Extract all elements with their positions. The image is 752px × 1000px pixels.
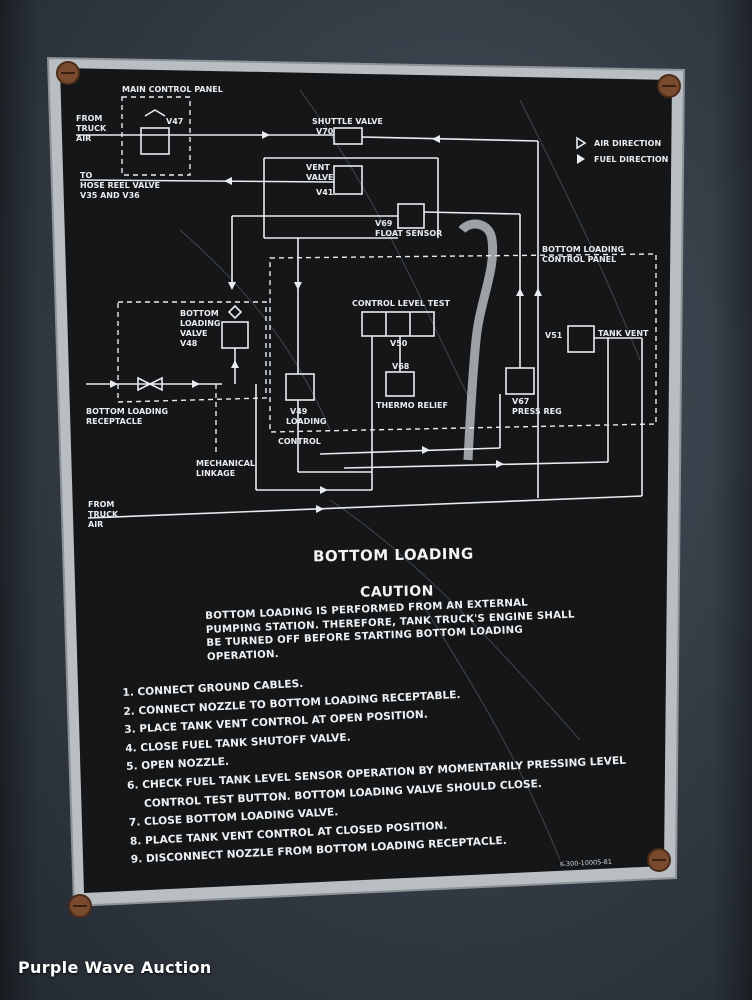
- label-from-truck-air-bottom-2: TRUCK: [88, 510, 119, 519]
- label-vent-valve-2: VALVE: [306, 173, 334, 182]
- label-from-truck-air-top-3: AIR: [76, 134, 91, 143]
- paint-smear: [458, 219, 498, 461]
- label-bl-valve-2: LOADING: [180, 319, 220, 328]
- label-v49: V49: [290, 407, 308, 416]
- label-from-truck-air-bottom-3: AIR: [88, 520, 103, 529]
- label-control: CONTROL: [278, 437, 321, 446]
- caution-heading: CAUTION: [359, 583, 435, 601]
- label-bl-valve-4: V48: [180, 339, 198, 348]
- label-v68: V68: [392, 362, 410, 371]
- label-float-sensor: FLOAT SENSOR: [375, 229, 442, 238]
- label-bl-control-panel-2: CONTROL PANEL: [542, 255, 616, 264]
- label-bl-control-panel-1: BOTTOM LOADING: [542, 245, 624, 254]
- label-press-reg: PRESS REG: [512, 407, 562, 416]
- label-bl-valve-1: BOTTOM: [180, 309, 219, 318]
- label-loading: LOADING: [286, 417, 326, 426]
- watermark: Purple Wave Auction: [18, 958, 212, 977]
- label-main-control-panel: MAIN CONTROL PANEL: [122, 85, 223, 94]
- label-thermo-relief: THERMO RELIEF: [376, 401, 448, 410]
- label-vent-valve-3: V41: [316, 188, 334, 197]
- legend-air-direction: AIR DIRECTION: [594, 139, 661, 148]
- legend-fuel-direction: FUEL DIRECTION: [594, 155, 668, 164]
- label-to-hose-reel-3: V35 AND V36: [80, 191, 140, 200]
- plate-face: [60, 68, 672, 893]
- rivets: [56, 61, 681, 918]
- label-bl-receptacle-2: RECEPTACLE: [86, 417, 142, 426]
- label-shuttle-valve: SHUTTLE VALVE: [312, 117, 383, 126]
- label-to-hose-reel-2: HOSE REEL VALVE: [80, 181, 160, 190]
- label-to-hose-reel-1: TO: [80, 171, 92, 180]
- label-mechanical: MECHANICAL: [196, 459, 255, 468]
- label-vent-valve-1: VENT: [306, 163, 330, 172]
- label-v70: V70: [316, 127, 334, 136]
- label-v47: V47: [166, 117, 183, 126]
- label-bl-valve-3: VALVE: [180, 329, 208, 338]
- label-tank-vent: TANK VENT: [598, 329, 649, 338]
- plate-scratches: [179, 89, 641, 861]
- label-control-level-test: CONTROL LEVEL TEST: [352, 299, 450, 308]
- instruction-steps: 1. CONNECT GROUND CABLES. 2. CONNECT NOZ…: [122, 658, 651, 870]
- label-v51: V51: [545, 331, 563, 340]
- label-v69: V69: [375, 219, 393, 228]
- label-linkage: LINKAGE: [196, 469, 235, 478]
- valve-v47: [140, 109, 170, 155]
- label-from-truck-air-top-2: TRUCK: [76, 124, 107, 133]
- label-v50: V50: [390, 339, 408, 348]
- label-bl-receptacle-1: BOTTOM LOADING: [86, 407, 168, 416]
- label-from-truck-air-top-1: FROM: [76, 114, 102, 123]
- plate-title: BOTTOM LOADING: [312, 544, 474, 566]
- schematic: [76, 96, 657, 519]
- label-v67: V67: [512, 397, 529, 406]
- label-from-truck-air-bottom-1: FROM: [88, 500, 114, 509]
